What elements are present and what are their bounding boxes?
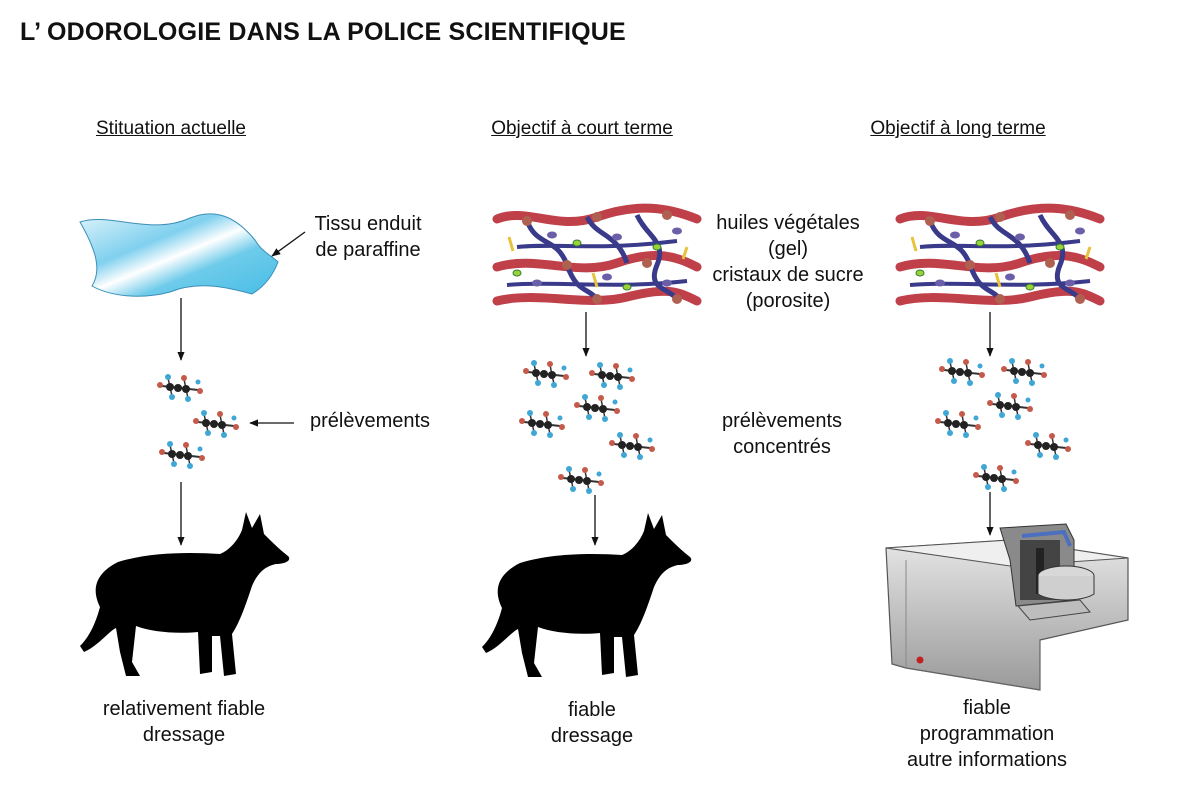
molecule-icon [518, 409, 566, 439]
result-current-situation: relativement fiable dressage [103, 696, 265, 748]
molecule-icon [158, 440, 206, 470]
heading-current-situation: Stituation actuelle [96, 118, 246, 139]
polymer-network-icon [497, 208, 697, 304]
molecule-icon [573, 393, 621, 423]
result-short-term: fiable dressage [551, 697, 633, 749]
label-gel-porosity: huiles végétales (gel) cristaux de sucre… [712, 210, 863, 314]
label-line: (porosite) [745, 290, 831, 312]
result-long-term: fiable programmation autre informations [907, 695, 1067, 773]
result-line: programmation [919, 723, 1055, 745]
label-concentrated-samples: prélèvements concentrés [722, 408, 842, 460]
molecule-icon [608, 431, 656, 461]
result-line: relativement fiable [102, 698, 266, 720]
analyzer-machine-icon [885, 523, 1129, 691]
molecule-icon [588, 361, 636, 391]
label-line: huiles végétales [716, 212, 860, 234]
label-line: Tissu enduit [314, 213, 422, 235]
result-line: dressage [142, 724, 226, 746]
label-line: prélèvements [721, 410, 843, 432]
molecule-icon [557, 465, 605, 495]
molecule-icon [1000, 357, 1048, 387]
label-samples: prélèvements [309, 410, 431, 432]
label-line: (gel) [767, 238, 809, 260]
result-line: dressage [550, 725, 634, 747]
paraffin-tissue [79, 213, 279, 297]
label-line: concentrés [733, 436, 831, 458]
label-paraffin-tissue: Tissu enduit de paraffine [314, 211, 421, 263]
result-line: autre informations [906, 749, 1068, 771]
label-line: cristaux de sucre [712, 264, 864, 286]
molecule-icon [1024, 431, 1072, 461]
molecule-icon [986, 391, 1034, 421]
dog-silhouette-icon [482, 513, 692, 677]
label-line: de paraffine [315, 239, 421, 261]
dog-silhouette-icon [80, 512, 290, 676]
polymer-network-icon [900, 208, 1100, 304]
heading-long-term: Objectif à long terme [870, 118, 1046, 139]
molecule-icon [156, 373, 204, 403]
molecule-icon [972, 463, 1020, 493]
molecule-icon [192, 409, 240, 439]
diagram-title: L’ ODOROLOGIE DANS LA POLICE SCIENTIFIQU… [20, 18, 626, 46]
tissue-pointer-arrow [271, 231, 306, 257]
heading-short-term: Objectif à court terme [491, 118, 673, 139]
result-line: fiable [963, 697, 1011, 719]
result-line: fiable [568, 699, 616, 721]
molecule-icon [938, 357, 986, 387]
molecule-icon [934, 409, 982, 439]
molecule-icon [522, 359, 570, 389]
